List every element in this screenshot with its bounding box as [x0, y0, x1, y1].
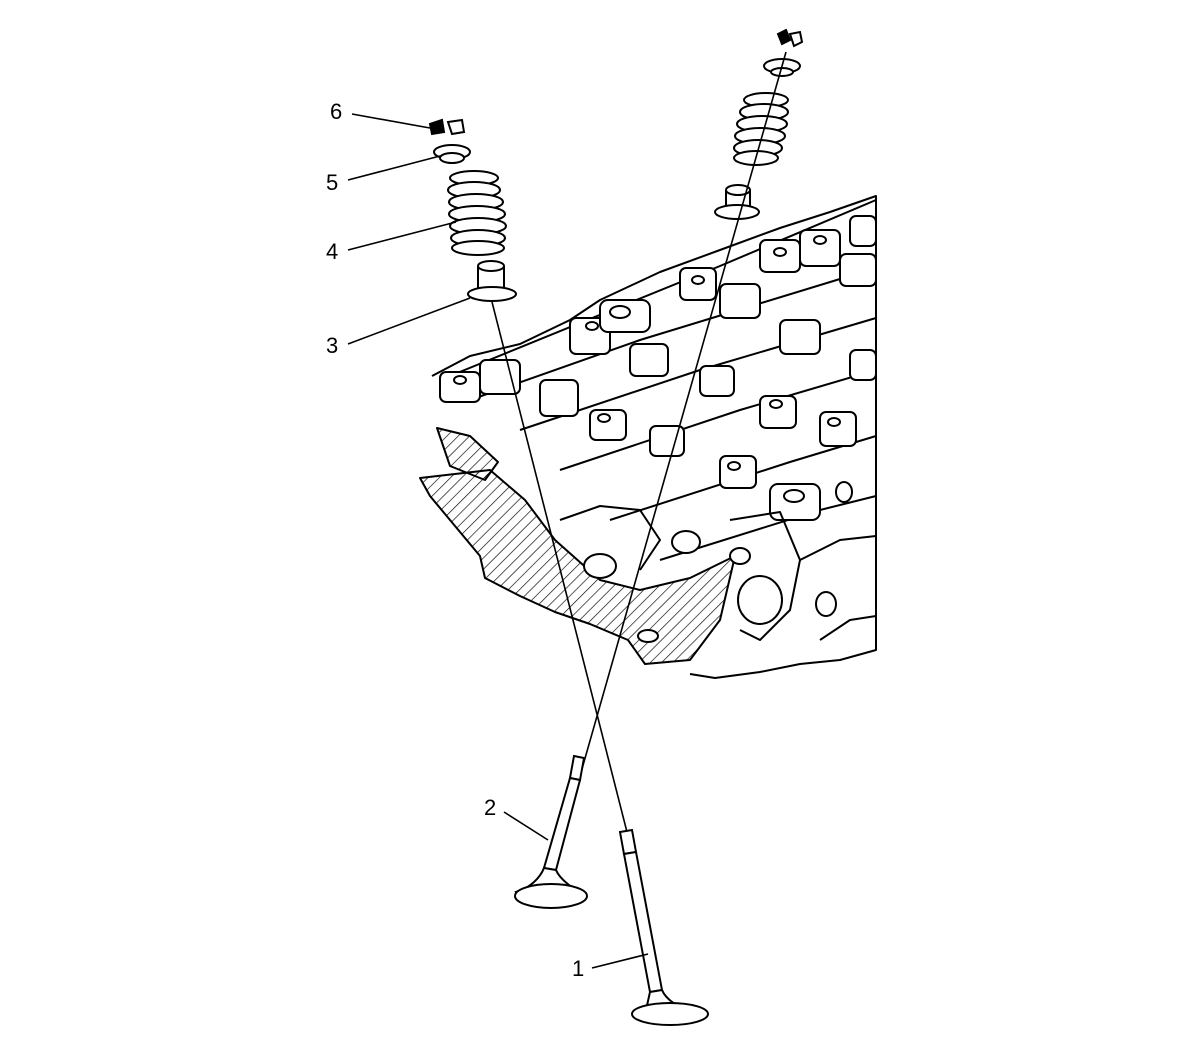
valve-keepers [428, 118, 466, 136]
cylinder-head [419, 195, 877, 679]
valve-axis-lines [491, 51, 787, 837]
leader-line-6 [351, 113, 431, 129]
leader-line-2 [503, 811, 549, 841]
valve-spring [447, 170, 507, 256]
callout-1: 1 [572, 956, 585, 981]
callout-5: 5 [326, 170, 339, 195]
valve-2 [514, 754, 588, 909]
callout-2: 2 [484, 795, 497, 820]
leader-line-1 [591, 953, 649, 969]
leader-line-5 [347, 155, 441, 181]
cylinder-head-body [431, 195, 877, 679]
leader-line-4 [347, 221, 457, 251]
left-valve-stack [428, 118, 517, 302]
cylinder-head-ports [559, 481, 877, 643]
callout-4: 4 [326, 239, 339, 264]
cylinder-head-cut-section [419, 469, 736, 665]
cylinder-head-front-web [436, 427, 499, 481]
callout-6: 6 [330, 99, 343, 124]
valve-stem-seal [467, 260, 517, 302]
leader-line-3 [347, 297, 471, 345]
right-valve-spring [733, 92, 789, 166]
right-valve-stack [714, 28, 804, 220]
callout-3: 3 [326, 333, 339, 358]
spring-retainer [433, 144, 471, 164]
valve-1 [618, 828, 709, 1026]
cam-bearing-caps [439, 215, 877, 521]
leader-lines [347, 113, 649, 969]
